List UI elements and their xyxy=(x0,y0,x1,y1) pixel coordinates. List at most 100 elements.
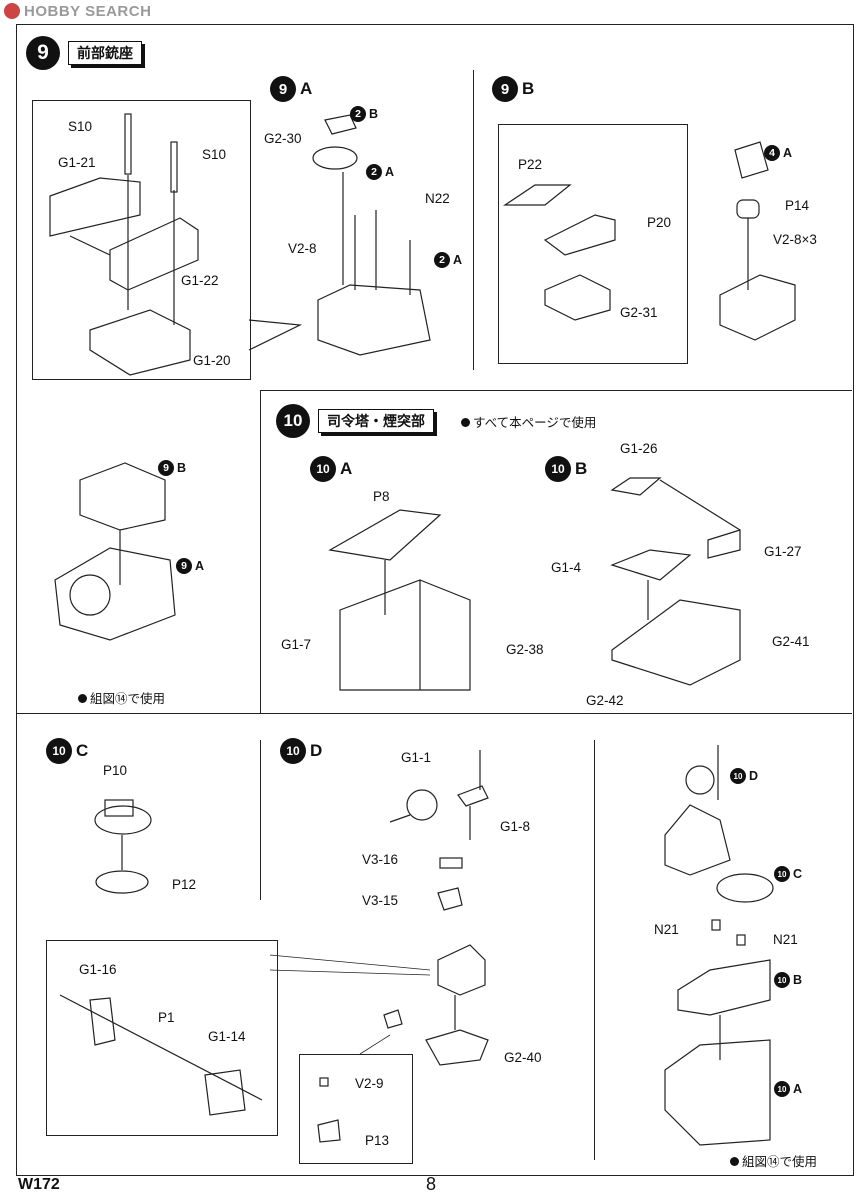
drawing-10c xyxy=(94,799,152,894)
label-v3-15: V3-15 xyxy=(362,893,399,908)
drawing-9-left xyxy=(49,113,199,376)
ref-10a-number: 10 xyxy=(774,1081,790,1097)
label-v2-8x3: V2-8×3 xyxy=(773,232,817,247)
step10-header: 10 司令塔・煙突部 xyxy=(276,404,434,438)
label-p1: P1 xyxy=(158,1010,175,1025)
ref-2a-2-letter: A xyxy=(453,253,463,267)
final-usage-note-text: 組図⑭で使用 xyxy=(742,1154,818,1169)
divider-step10-left xyxy=(260,390,261,713)
label-n21-b: N21 xyxy=(773,932,798,947)
bullet-icon xyxy=(461,418,470,427)
step9-usage-note: 組図⑭で使用 xyxy=(78,688,165,707)
final-usage-note: 組図⑭で使用 xyxy=(730,1151,817,1170)
ref-2a-2-number: 2 xyxy=(434,252,450,268)
step9a-letter: A xyxy=(300,79,313,98)
divider-9a-9b xyxy=(473,70,474,370)
label-n21-a: N21 xyxy=(654,922,679,937)
step10-note: すべて本ページで使用 xyxy=(461,412,596,431)
label-g2-41: G2-41 xyxy=(772,634,810,649)
callout-9-left xyxy=(248,319,303,351)
label-g2-40: G2-40 xyxy=(504,1050,542,1065)
label-g1-22: G1-22 xyxy=(181,273,219,288)
ref-9a-letter: A xyxy=(195,559,205,573)
label-p10: P10 xyxy=(103,763,128,778)
label-g1-26: G1-26 xyxy=(620,441,658,456)
step10a-number: 10 xyxy=(310,456,336,482)
drawing-9-assembly xyxy=(54,462,176,641)
watermark-text: HOBBY SEARCH xyxy=(24,3,152,20)
ref-9a-number: 9 xyxy=(176,558,192,574)
ref-4a-letter: A xyxy=(783,146,793,160)
divider-lower xyxy=(16,713,852,714)
label-g1-1: G1-1 xyxy=(401,750,432,765)
bullet-icon xyxy=(78,694,87,703)
label-n22: N22 xyxy=(425,191,450,206)
label-p12: P12 xyxy=(172,877,197,892)
page-frame xyxy=(16,24,854,1176)
label-g1-16: G1-16 xyxy=(79,962,117,977)
label-g1-8: G1-8 xyxy=(500,819,531,834)
label-g1-27: G1-27 xyxy=(764,544,802,559)
label-p22: P22 xyxy=(518,157,543,172)
step10-number: 10 xyxy=(276,404,310,438)
watermark-logo-icon xyxy=(4,3,20,19)
label-g2-30: G2-30 xyxy=(264,131,302,146)
ref-10a-letter: A xyxy=(793,1082,803,1096)
step10c-number: 10 xyxy=(46,738,72,764)
step9b-number: 9 xyxy=(492,76,518,102)
step9b-letter: B xyxy=(522,79,535,98)
label-g2-31: G2-31 xyxy=(620,305,658,320)
label-v2-8: V2-8 xyxy=(288,241,317,256)
label-p14: P14 xyxy=(785,198,810,213)
subassembly-box-9b xyxy=(498,124,688,364)
watermark: HOBBY SEARCH xyxy=(4,3,151,20)
page-number: 8 xyxy=(426,1174,437,1194)
step10c-letter: C xyxy=(76,741,89,760)
ref-10b-letter: B xyxy=(793,973,803,987)
ref-10c-letter: C xyxy=(793,867,803,881)
ref-10d-number: 10 xyxy=(730,768,746,784)
step10d-number: 10 xyxy=(280,738,306,764)
ref-9b-number: 9 xyxy=(158,460,174,476)
step9-number: 9 xyxy=(26,36,60,70)
label-g1-7: G1-7 xyxy=(281,637,312,652)
ref-9b-letter: B xyxy=(177,461,187,475)
label-g1-4: G1-4 xyxy=(551,560,582,575)
ref-4a-number: 4 xyxy=(764,145,780,161)
label-g1-14: G1-14 xyxy=(208,1029,246,1044)
label-g2-38: G2-38 xyxy=(506,642,544,657)
label-s10-a: S10 xyxy=(68,119,93,134)
divider-step10-top xyxy=(260,390,852,391)
ref-10b-number: 10 xyxy=(774,972,790,988)
subassembly-box-10d-small xyxy=(299,1054,413,1164)
ref-10c-number: 10 xyxy=(774,866,790,882)
divider-10c-10d xyxy=(260,740,261,900)
drawing-9b xyxy=(503,141,796,341)
label-p8: P8 xyxy=(373,489,390,504)
drawing-10d xyxy=(59,750,489,1143)
ref-2b-letter: B xyxy=(369,107,379,121)
drawing-final-assembly xyxy=(664,745,774,1146)
label-p13: P13 xyxy=(365,1133,390,1148)
product-code: W172 xyxy=(18,1176,60,1193)
step10a-letter: A xyxy=(340,459,353,478)
step9-header: 9 前部銃座 xyxy=(26,36,142,70)
label-p20: P20 xyxy=(647,215,672,230)
bullet-icon xyxy=(730,1157,739,1166)
label-g1-20: G1-20 xyxy=(193,353,231,368)
step10-note-text: すべて本ページで使用 xyxy=(473,415,597,430)
step9-usage-note-text: 組図⑭で使用 xyxy=(90,691,166,706)
step10-title: 司令塔・煙突部 xyxy=(318,409,434,433)
